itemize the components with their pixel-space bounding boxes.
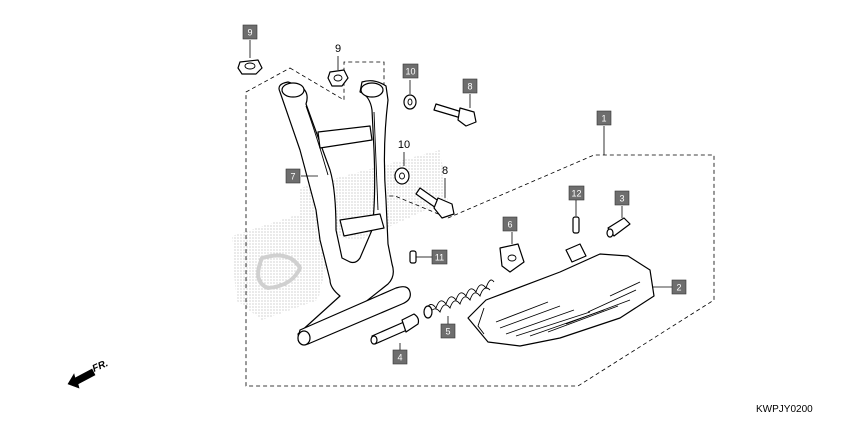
callout-1-box: 1: [596, 110, 612, 126]
svg-text:9: 9: [247, 28, 252, 38]
callout-4-box: 4: [392, 349, 408, 365]
svg-text:10: 10: [405, 67, 415, 77]
diagram-code: KWPJY0200: [756, 404, 813, 415]
front-direction-label: FR.: [91, 358, 110, 375]
callout-10-box: 10: [402, 63, 419, 79]
svg-text:12: 12: [571, 189, 581, 199]
main-stand-frame: [278, 80, 411, 346]
callout-5-box: 5: [440, 323, 456, 339]
assembly-outline: [245, 61, 715, 387]
svg-text:2: 2: [676, 283, 681, 293]
front-arrow-icon: [67, 368, 96, 389]
callout-9-box: 9: [242, 24, 258, 40]
svg-text:6: 6: [507, 220, 512, 230]
pin-3: [606, 217, 631, 238]
svg-text:7: 7: [290, 172, 295, 182]
pin-12: [572, 216, 580, 234]
washer-10-upper: [403, 94, 417, 110]
callout-11-box: 11: [431, 249, 448, 265]
spring-5: [423, 279, 495, 319]
pivot-shaft-4: [370, 313, 420, 345]
callout-7-box: 7: [285, 168, 301, 184]
bolt-8-lower: [415, 187, 455, 219]
callout-8-box: 8: [462, 78, 478, 94]
label-9-plain: 9: [335, 43, 341, 55]
leader-lines: [249, 40, 672, 350]
callout-12-box: 12: [568, 185, 585, 201]
svg-text:5: 5: [445, 327, 450, 337]
washer-10-lower: [394, 167, 410, 185]
svg-text:3: 3: [619, 194, 624, 204]
callout-6-box: 6: [502, 216, 518, 232]
step-pedal-2: [467, 243, 655, 347]
stopper-6: [499, 243, 525, 273]
svg-text:8: 8: [467, 82, 472, 92]
svg-text:4: 4: [397, 353, 402, 363]
pin-11: [409, 250, 417, 264]
bolt-8-upper: [433, 103, 477, 127]
callout-3-box: 3: [614, 190, 630, 206]
label-8-plain: 8: [442, 165, 448, 177]
svg-text:1: 1: [601, 114, 606, 124]
label-10-plain: 10: [398, 139, 410, 151]
nut-9-frame: [327, 69, 349, 87]
callout-2-box: 2: [671, 279, 687, 295]
svg-text:11: 11: [435, 253, 444, 263]
nut-9-top-left: [237, 59, 263, 75]
